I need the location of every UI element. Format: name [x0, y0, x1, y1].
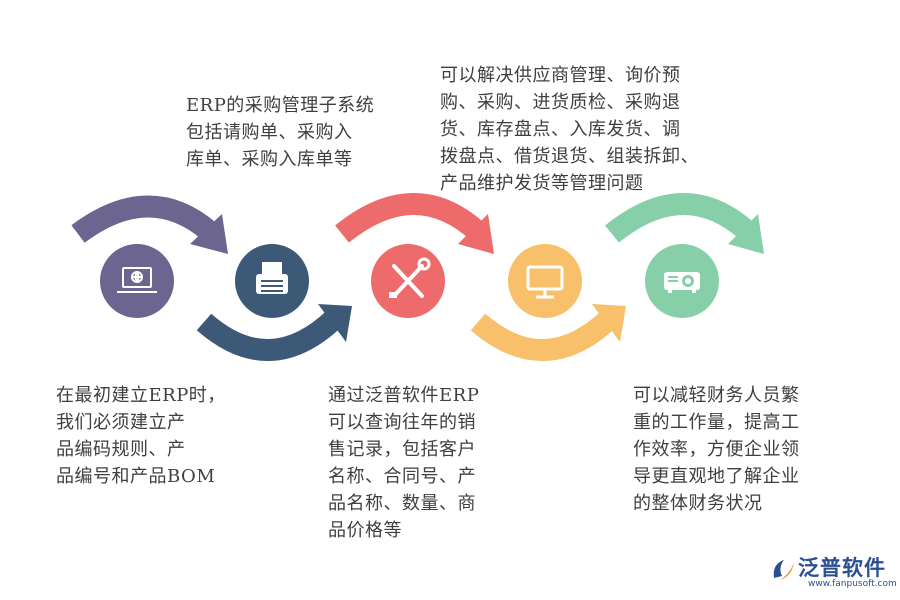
- step-4-description: 可以解决供应商管理、询价预 购、采购、进货质检、采购退 货、库存盘点、入库发货、…: [440, 65, 699, 194]
- brand-logo-icon: [773, 560, 794, 580]
- printer-icon: [256, 262, 288, 294]
- arrow-1: [71, 195, 228, 254]
- step-1-node: [100, 244, 174, 318]
- step-5-description: 可以减轻财务人员繁 重的工作量，提高工 作效率，方便企业领 导更直观地了解企业 …: [633, 385, 800, 514]
- brand-logo: 泛普软件 www.fanpusoft.com: [768, 552, 897, 596]
- arrow-5: [605, 193, 764, 254]
- step-2-node: [235, 244, 309, 318]
- step-3-node: [371, 244, 445, 318]
- step-5-node: [645, 244, 719, 318]
- brand-url: www.fanpusoft.com: [808, 579, 897, 589]
- step-2-description: ERP的采购管理子系统 包括请购单、采购入 库单、采购入库单等: [186, 95, 375, 170]
- arrow-4: [470, 304, 626, 361]
- step-4-node: [508, 244, 582, 318]
- monitor-icon: [526, 265, 564, 299]
- laptop-icon: [117, 267, 157, 293]
- step-1-description: 在最初建立ERP时， 我们必须建立产 品编码规则、产 品编号和产品BOM: [56, 385, 226, 487]
- arrow-2: [196, 304, 352, 361]
- projector-icon: [664, 272, 700, 293]
- arrow-3: [335, 193, 494, 254]
- step-3-description: 通过泛普软件ERP 可以查询往年的销 售记录，包括客户 名称、合同号、产 品名称…: [328, 385, 480, 541]
- brand-name: 泛普软件: [798, 556, 886, 580]
- tools-icon: [389, 257, 431, 298]
